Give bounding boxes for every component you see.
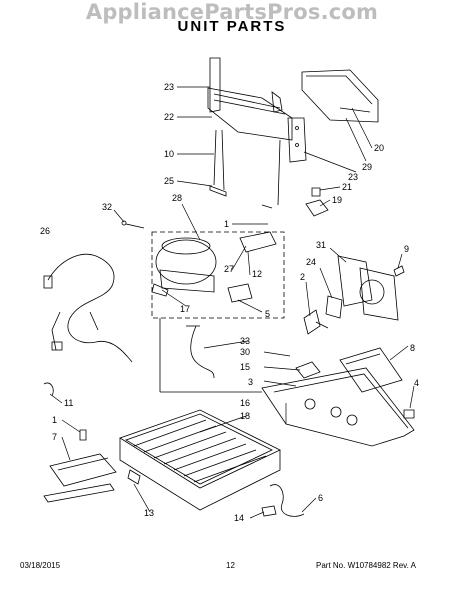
callout-label: 12 [252,269,262,279]
bracket-8 [339,347,403,393]
callout-label: 28 [172,193,182,203]
callout-label: 23 [348,172,358,182]
fan-shroud-31 [337,255,373,307]
callout-label: 24 [306,257,316,267]
fan-blade-2 [303,309,321,335]
callout-label: 26 [40,226,50,236]
callout-label: 7 [52,432,57,442]
callout-label: 22 [164,112,174,122]
footer-page-number: 12 [226,561,235,570]
callout-label: 14 [234,513,244,523]
callout-label: 15 [240,362,250,372]
callout-label: 8 [410,343,415,353]
valve-part [271,91,283,113]
callout-label: 32 [102,202,112,212]
callout-label: 1 [52,415,57,425]
leader-lines [49,86,415,519]
bracket-assembly-22 [207,87,293,141]
callout-label: 1 [224,219,229,229]
footer-part-number: Part No. W10784982 Rev. A [316,561,416,570]
callout-label: 21 [342,182,352,192]
tube-6 [269,484,305,517]
wire-harness-26 [47,254,133,363]
callout-labels: 23 22 10 25 28 1 32 26 27 12 17 5 33 30 … [40,82,419,523]
clip-14 [261,505,277,517]
compressor-kit-box [151,231,285,319]
fan-motor-24 [325,295,343,319]
bracket-7 [49,453,117,487]
callout-label: 30 [240,347,250,357]
callout-label: 18 [240,411,250,421]
condenser-18 [119,409,281,489]
callout-label: 10 [164,149,174,159]
callout-label: 11 [64,398,73,408]
footer-date: 03/18/2015 [20,561,61,570]
relay-5 [227,283,253,303]
callout-label: 4 [414,378,419,388]
callout-label: 20 [374,143,384,153]
callout-label: 27 [224,264,234,274]
callout-label: 25 [164,176,174,186]
callout-label: 9 [404,244,409,254]
callout-label: 33 [240,336,250,346]
callout-label: 23 [164,82,174,92]
drier-12 [239,231,277,253]
callout-label: 29 [362,162,372,172]
clip-19 [305,199,329,217]
callout-label: 17 [180,304,190,314]
callout-label: 5 [265,309,270,319]
bracket-left [209,57,221,113]
compressor-27 [155,239,217,285]
diagram-title: UNIT PARTS [177,18,287,35]
tube-33 [190,325,215,379]
bracket-right-23 [287,117,307,163]
callout-label: 13 [144,508,154,518]
callout-label: 16 [240,398,250,408]
grommet-13 [127,469,141,485]
drain-pan-20 [301,69,379,123]
watermark: AppliancePartsPros.com [85,0,379,24]
callout-label: 19 [332,195,342,205]
callout-label: 31 [316,240,326,250]
callout-label: 6 [318,493,323,503]
callout-label: 2 [300,272,305,282]
callout-label: 3 [248,377,253,387]
